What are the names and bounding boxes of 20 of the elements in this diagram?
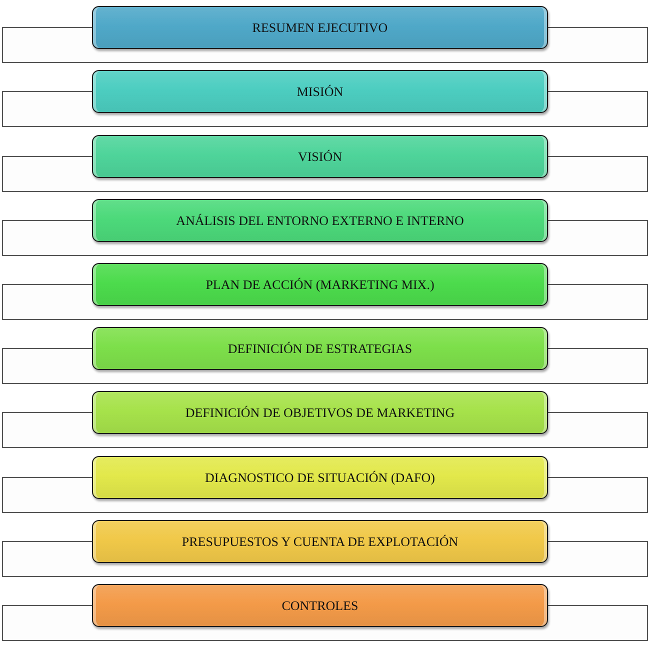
- step-label: PLAN DE ACCIÓN (MARKETING MIX.): [206, 276, 434, 292]
- step-box: [92, 456, 548, 499]
- step-label: DIAGNOSTICO DE SITUACIÓN (DAFO): [204, 470, 435, 486]
- step-label: VISIÓN: [298, 148, 342, 164]
- step-box: [92, 327, 548, 370]
- step-box: [92, 199, 548, 242]
- step-box: [92, 584, 548, 627]
- step-box: [92, 520, 548, 563]
- step-box: [92, 391, 548, 434]
- step-box: [92, 70, 548, 113]
- step-label: CONTROLES: [282, 598, 358, 614]
- step-label: PRESUPUESTOS Y CUENTA DE EXPLOTACIÓN: [182, 534, 458, 550]
- step-label: DEFINICIÓN DE OBJETIVOS DE MARKETING: [185, 404, 455, 420]
- step-label: DEFINICIÓN DE ESTRATEGIAS: [228, 340, 412, 356]
- step-box: [92, 135, 548, 178]
- step-box: [92, 6, 548, 49]
- step-label: MISIÓN: [296, 84, 344, 100]
- step-label: RESUMEN EJECUTIVO: [252, 20, 388, 36]
- step-label: ANÁLISIS DEL ENTORNO EXTERNO E INTERNO: [176, 212, 464, 228]
- step-box: [92, 263, 548, 306]
